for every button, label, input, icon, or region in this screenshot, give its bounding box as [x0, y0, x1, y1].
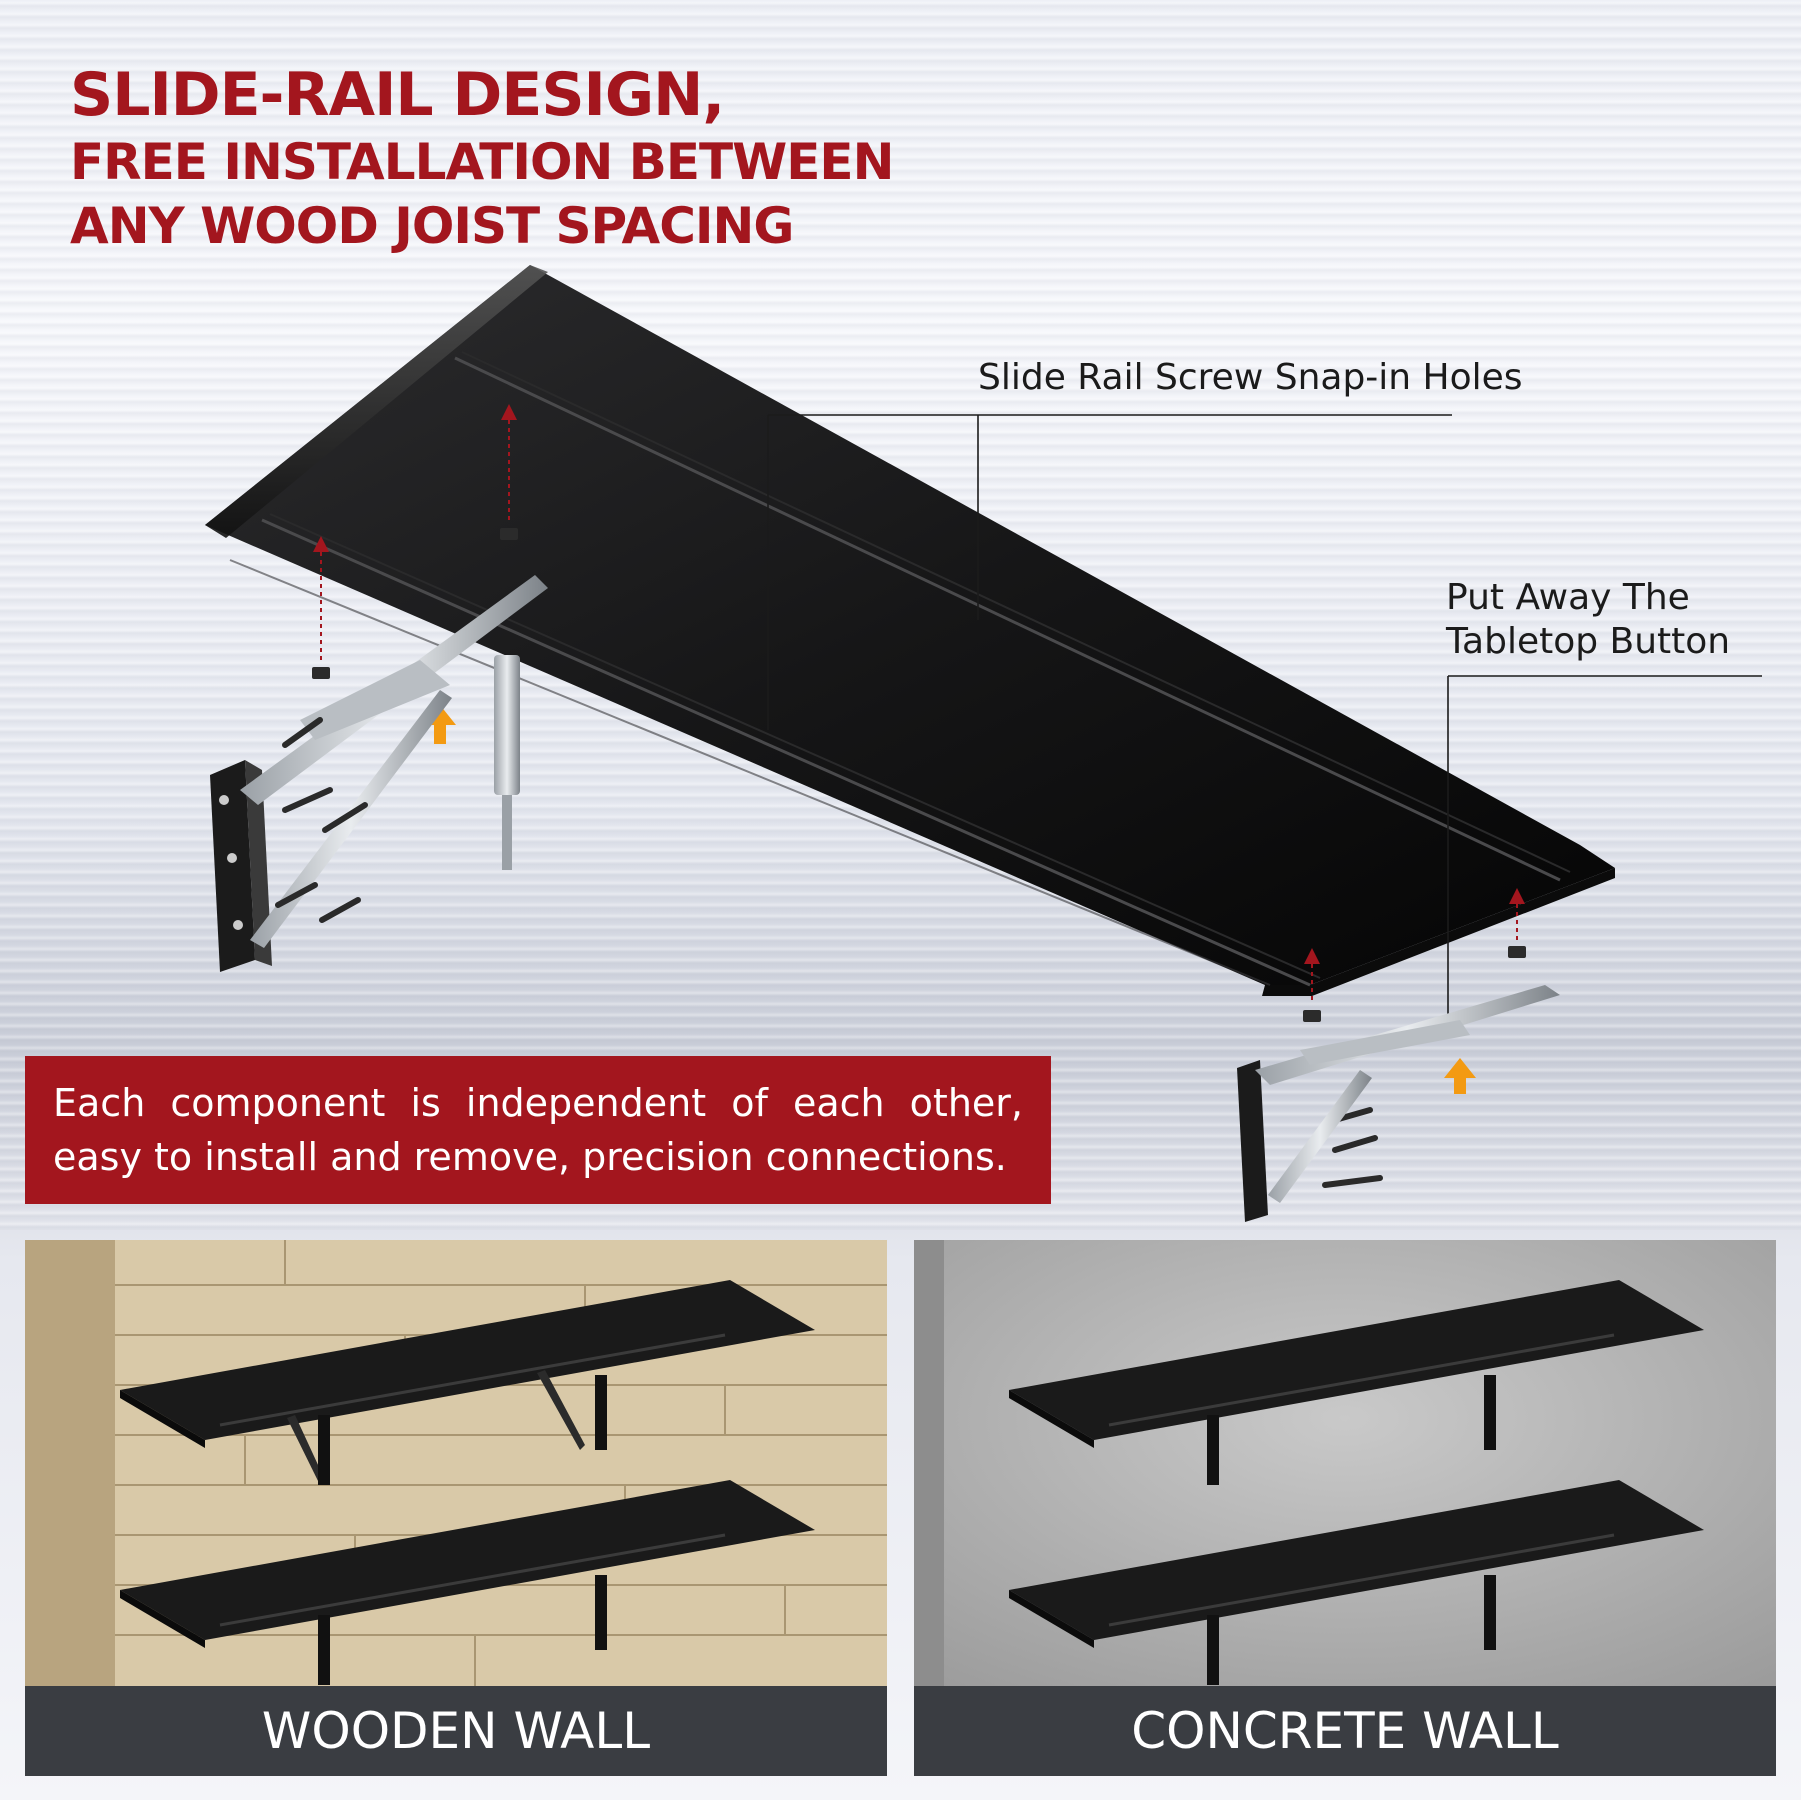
left-bracket	[210, 575, 548, 972]
red-dotted-arrows	[313, 404, 1525, 1000]
callout-lines	[767, 414, 1762, 1035]
orange-arrows	[424, 705, 1476, 1094]
headline-line-3: ANY WOOD JOIST SPACING	[70, 197, 794, 255]
wooden-wall-image	[25, 1240, 887, 1686]
rail-nuts	[312, 528, 1526, 1022]
wood-shelf-top	[120, 1280, 815, 1485]
callout-rail-holes: Slide Rail Screw Snap-in Holes	[978, 357, 1523, 398]
exploded-shelf-illustration	[205, 265, 1762, 1222]
info-box: Each component is independent of each ot…	[25, 1056, 1051, 1204]
concrete-wall-panel: CONCRETE WALL	[914, 1240, 1776, 1776]
concrete-wall-image	[914, 1240, 1776, 1686]
callout-button-line-1: Put Away The	[1446, 577, 1690, 618]
callout-tabletop-button: Put Away The Tabletop Button	[1446, 576, 1730, 664]
screws	[275, 717, 1383, 1188]
headline-line-1: SLIDE-RAIL DESIGN,	[70, 60, 725, 130]
callout-button-line-2: Tabletop Button	[1446, 621, 1731, 662]
concrete-shelf-bottom	[1009, 1480, 1704, 1685]
wood-shelf-bottom	[120, 1480, 815, 1685]
headline-line-2: FREE INSTALLATION BETWEEN	[70, 133, 894, 191]
wooden-wall-label: WOODEN WALL	[25, 1686, 887, 1776]
wooden-wall-panel: WOODEN WALL	[25, 1240, 887, 1776]
concrete-wall-label: CONCRETE WALL	[914, 1686, 1776, 1776]
headline: SLIDE-RAIL DESIGN, FREE INSTALLATION BET…	[70, 60, 970, 258]
tabletop-board	[205, 265, 1615, 996]
screwdriver-bit	[494, 655, 520, 870]
concrete-shelf-top	[1009, 1280, 1704, 1485]
right-bracket	[1237, 985, 1560, 1222]
